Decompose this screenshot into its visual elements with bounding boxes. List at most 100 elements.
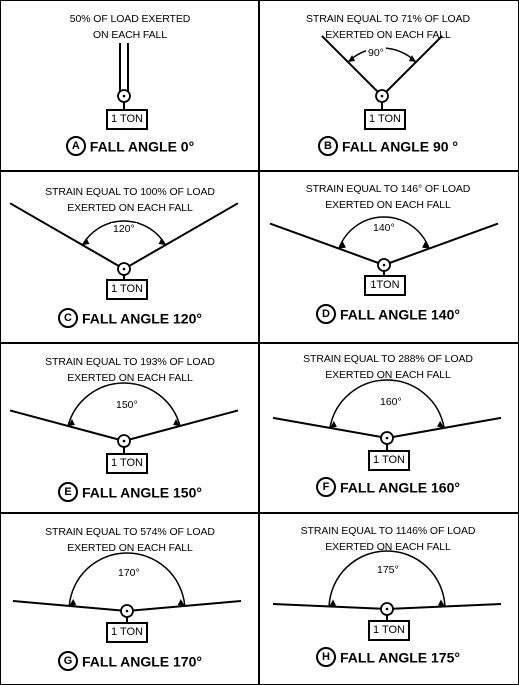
panel-b-arc-arrow-right [408, 55, 416, 63]
panel-c-angle-label: 120° [111, 223, 137, 235]
panel-b-caption: STRAIN EQUAL TO 71% OF LOAD EXERTED ON E… [259, 11, 517, 43]
panel-b-pulley-axle [380, 94, 384, 98]
panel-h-caption-line-2: EXERTED ON EACH FALL [325, 541, 451, 553]
panel-e-caption: STRAIN EQUAL TO 193% OF LOAD EXERTED ON … [1, 354, 259, 386]
panel-e-rope-left [9, 409, 125, 442]
panel-h-caption: STRAIN EQUAL TO 1146% OF LOAD EXERTED ON… [259, 523, 517, 555]
panel-b-caption-line-1: STRAIN EQUAL TO 71% OF LOAD [306, 13, 470, 25]
panel-f-arc-arrow-right [437, 420, 445, 428]
panel-d-rope-left [269, 222, 385, 266]
panel-a-letter-badge: A [65, 136, 86, 156]
panel-b-caption-line-2: EXERTED ON EACH FALL [325, 29, 451, 41]
panel-h-pulley-axle [385, 607, 389, 611]
panel-d-title-text: FALL ANGLE 140° [340, 306, 460, 323]
panel-g-caption-line-2: EXERTED ON EACH FALL [67, 542, 193, 554]
panel-b-rope-left [321, 35, 383, 97]
panel-h-arc-arrow-right [437, 599, 445, 607]
panel-c-letter-badge: C [58, 308, 79, 328]
panel-g-arc-arrow-right [177, 598, 185, 606]
panel-c-angle-arc [81, 220, 167, 246]
panel-f-arc-arrow-left [329, 420, 337, 428]
panel-h-title-text: FALL ANGLE 175° [340, 649, 460, 666]
panel-g-load-box: 1 TON [106, 622, 148, 643]
panel-e-caption-line-1: STRAIN EQUAL TO 193% OF LOAD [45, 356, 215, 368]
panel-b-title-text: FALL ANGLE 90 ° [341, 138, 459, 155]
panel-b-arc-arrow-left [348, 55, 356, 63]
panel-c-title-text: FALL ANGLE 120° [82, 310, 202, 327]
panel-f-title-text: FALL ANGLE 160° [340, 479, 460, 496]
panel-a-caption: 50% OF LOAD EXERTED ON EACH FALL [1, 11, 259, 43]
panel-g-angle-label: 170° [116, 567, 142, 579]
panel-f-caption-line-2: EXERTED ON EACH FALL [325, 369, 451, 381]
panel-e-angle-label: 150° [114, 399, 140, 411]
panel-d-arc-arrow-right [422, 241, 430, 249]
panel-d-pulley-axle [382, 263, 386, 267]
panel-h-rope-left [272, 603, 388, 610]
panel-b-rope-right [381, 35, 443, 97]
panel-c-caption: STRAIN EQUAL TO 100% OF LOAD EXERTED ON … [1, 184, 259, 216]
panel-f-caption: STRAIN EQUAL TO 288% OF LOAD EXERTED ON … [259, 351, 517, 383]
panel-e-caption-line-2: EXERTED ON EACH FALL [67, 372, 193, 384]
panel-h-caption-line-1: STRAIN EQUAL TO 1146% OF LOAD [300, 525, 476, 537]
panel-a-pulley-axle [122, 94, 126, 98]
panel-a-caption-line-1: 50% OF LOAD EXERTED [69, 13, 191, 25]
panel-f-pulley-axle [385, 436, 389, 440]
panel-c-arc-arrow-left [82, 238, 90, 245]
panel-f-angle-arc [329, 379, 445, 429]
panel-c-load-box: 1 TON [106, 279, 148, 300]
panel-c-caption-line-2: EXERTED ON EACH FALL [67, 202, 193, 214]
panel-f-angle-label: 160° [378, 396, 404, 408]
panel-h-letter-badge: H [316, 647, 337, 667]
panel-e-pulley-axle [122, 439, 126, 443]
panel-e-arc-arrow-left [67, 418, 75, 426]
panel-c-pulley-axle [122, 267, 126, 271]
panel-g-angle-arc [68, 552, 186, 607]
panel-e-rope-right [123, 409, 239, 442]
panel-g-rope-right [126, 600, 242, 612]
panel-g-caption-line-1: STRAIN EQUAL TO 574% OF LOAD [45, 526, 215, 538]
panel-d-caption-line-1: STRAIN EQUAL TO 146° OF LOAD [305, 183, 471, 195]
panel-d-rope-right [383, 222, 499, 266]
panel-a-caption-line-2: ON EACH FALL [92, 29, 168, 41]
panel-a-load-box: 1 TON [106, 109, 148, 130]
panel-d-caption: STRAIN EQUAL TO 146° OF LOAD EXERTED ON … [259, 181, 517, 213]
panel-h-load-box: 1 TON [368, 620, 410, 641]
panel-a-title-text: FALL ANGLE 0° [89, 138, 195, 155]
panel-d-angle-arc [338, 216, 430, 249]
panel-c-arc-arrow-right [158, 238, 166, 245]
panel-d-arc-arrow-left [338, 241, 346, 249]
panel-g-rope-left [12, 600, 128, 612]
panel-b-letter-badge: B [317, 136, 338, 156]
panel-g-arc-arrow-left [69, 598, 77, 606]
panel-g-title-text: FALL ANGLE 170° [82, 653, 202, 670]
panel-c-caption-line-1: STRAIN EQUAL TO 100% OF LOAD [45, 186, 215, 198]
panel-h-angle-label: 175° [375, 564, 401, 576]
panel-e-load-box: 1 TON [106, 453, 148, 474]
panel-e-title-text: FALL ANGLE 150° [82, 484, 202, 501]
panel-e-arc-arrow-right [173, 418, 181, 426]
panel-b-load-box: 1 TON [364, 109, 406, 130]
panel-d-angle-label: 140° [371, 222, 397, 234]
panel-d-caption-line-2: EXERTED ON EACH FALL [325, 199, 451, 211]
panel-g-pulley-axle [125, 609, 129, 613]
panel-g-caption: STRAIN EQUAL TO 574% OF LOAD EXERTED ON … [1, 524, 259, 556]
panel-f-letter-badge: F [316, 477, 337, 497]
panel-c-rope-left [9, 202, 125, 270]
panel-e-letter-badge: E [58, 482, 79, 502]
panel-f-load-box: 1 TON [368, 450, 410, 471]
panel-c-rope-right [123, 202, 239, 270]
panel-d-load-box: 1TON [364, 275, 406, 296]
panel-e-angle-arc [67, 382, 181, 427]
panel-h-angle-arc [328, 550, 446, 607]
panel-g-letter-badge: G [58, 651, 79, 671]
panel-h-rope-right [386, 603, 502, 610]
